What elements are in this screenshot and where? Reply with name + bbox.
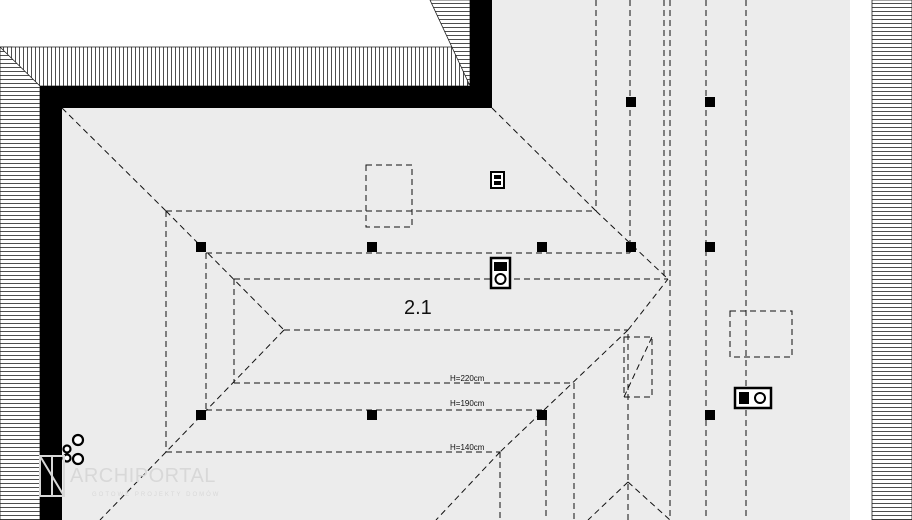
height-label-140: H=140cm <box>450 443 485 452</box>
post <box>705 242 715 252</box>
post <box>626 97 636 107</box>
post <box>626 242 636 252</box>
post <box>367 410 377 420</box>
watermark-brand: ARCHIPORTAL <box>70 465 216 487</box>
post <box>537 242 547 252</box>
skylight-outline-1 <box>365 164 413 228</box>
post <box>367 242 377 252</box>
post <box>705 97 715 107</box>
chimney-main <box>489 256 512 290</box>
eave-right <box>871 0 912 520</box>
post <box>196 242 206 252</box>
chimney-right <box>733 386 773 410</box>
watermark-tagline: GOTOWE PROJEKTY DOMÓW <box>92 491 220 498</box>
chimney-small <box>490 171 505 189</box>
height-label-190: H=190cm <box>450 399 485 408</box>
skylight-outline-2 <box>729 310 793 358</box>
archiportal-logo-icon <box>39 455 65 497</box>
roof-dashed-lines <box>61 0 793 520</box>
eave-left <box>0 46 41 520</box>
post <box>537 410 547 420</box>
eave-top <box>0 46 469 87</box>
vent-circles <box>62 433 85 466</box>
skylight-outline-3 <box>623 336 653 398</box>
post <box>705 410 715 420</box>
height-label-220: H=220cm <box>450 374 485 383</box>
room-label: 2.1 <box>404 297 432 319</box>
posts <box>196 97 715 420</box>
post <box>196 410 206 420</box>
archiportal-watermark: ARCHIPORTAL GOTOWE PROJEKTY DOMÓW <box>39 455 220 498</box>
floor-area <box>62 0 850 520</box>
